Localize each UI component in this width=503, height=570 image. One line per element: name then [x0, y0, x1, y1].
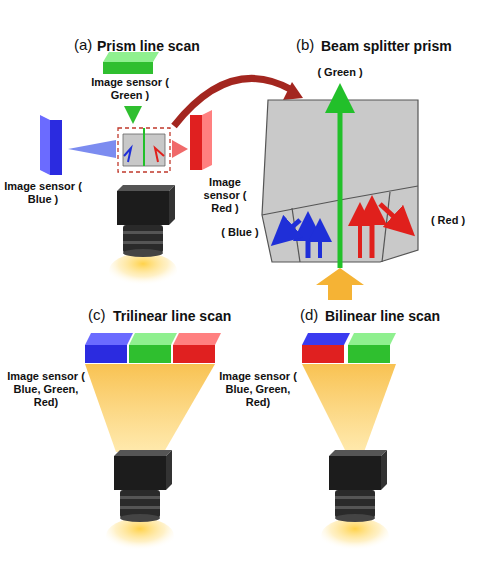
- panel-title: Bilinear line scan: [325, 308, 485, 325]
- sensor-label: Image sensor ( Blue, Green, Red): [214, 370, 302, 410]
- color-label: ( Blue ): [214, 226, 266, 239]
- sensor-label: Image sensor ( Green ): [80, 76, 180, 102]
- panel-title: Beam splitter prism: [321, 38, 491, 55]
- sensor-label: Image sensor ( Red ): [196, 176, 254, 216]
- color-label: ( Red ): [418, 214, 478, 227]
- panel-title: Trilinear line scan: [113, 308, 273, 325]
- panel-title: Prism line scan: [97, 38, 237, 55]
- sensor-label: Image sensor ( Blue, Green, Red): [2, 370, 90, 410]
- color-label: ( Green ): [305, 66, 375, 79]
- sensor-label: Image sensor ( Blue ): [2, 180, 84, 206]
